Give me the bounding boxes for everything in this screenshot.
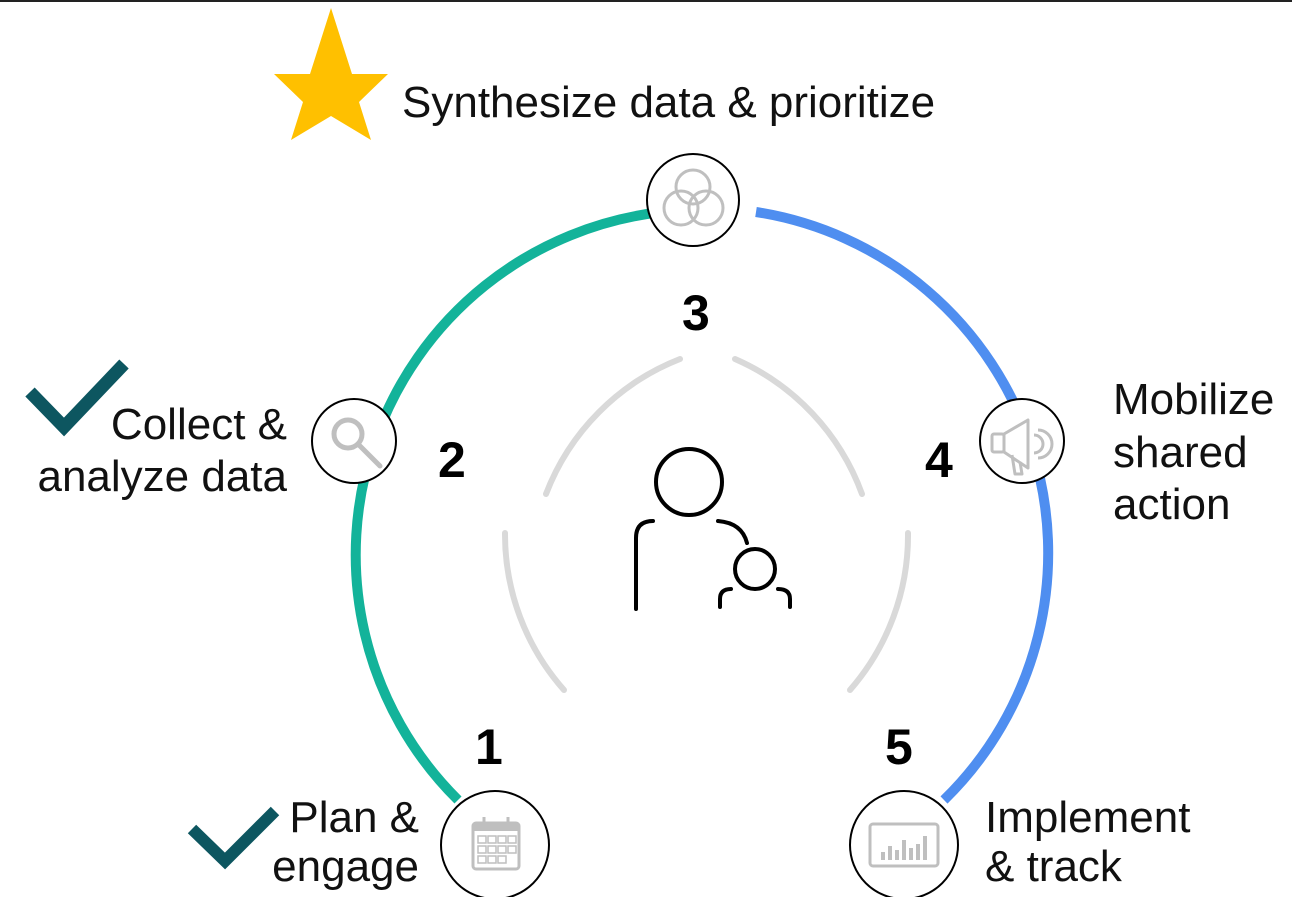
calendar-icon [471, 817, 521, 871]
step-3-label: Synthesize data & prioritize [402, 78, 936, 127]
step-5-label-line2: & track [985, 842, 1122, 891]
step-number-5: 5 [885, 719, 913, 775]
check-icon-step-2 [25, 359, 129, 437]
people-icon [634, 447, 792, 611]
step-2-node [311, 398, 397, 484]
completed-arc [350, 207, 663, 804]
inner-arc-bottom-right [847, 530, 912, 693]
step-2-label-line1: Collect & [110, 400, 287, 449]
step-4-label-line3: action [1113, 480, 1231, 529]
check-icon-step-1 [187, 806, 280, 870]
step-3-node [646, 153, 740, 247]
step-1-label-line2: engage [272, 842, 419, 891]
inner-arcs [501, 356, 912, 693]
magnifier-icon [331, 417, 383, 469]
inner-arc-top-left [543, 356, 683, 497]
venn-icon [662, 168, 725, 227]
step-2-label-line2: analyze data [37, 452, 287, 501]
step-number-1: 1 [475, 719, 503, 775]
step-1-label-line1: Plan & [289, 793, 419, 842]
step-number-4: 4 [925, 432, 953, 488]
bar-chart-icon [868, 822, 940, 868]
step-4-label-line2: shared [1113, 428, 1248, 477]
star-icon [274, 8, 388, 140]
step-number-3: 3 [682, 285, 710, 341]
step-1-node [440, 790, 550, 897]
step-4-label-line1: Mobilize [1113, 375, 1275, 424]
step-number-2: 2 [438, 432, 466, 488]
step-4-node [979, 398, 1065, 484]
upcoming-arc [755, 207, 1054, 804]
megaphone-icon [990, 418, 1054, 476]
inner-arc-top-right [732, 356, 865, 497]
step-5-label-line1: Implement [985, 793, 1191, 842]
inner-arc-bottom-left [501, 530, 567, 693]
